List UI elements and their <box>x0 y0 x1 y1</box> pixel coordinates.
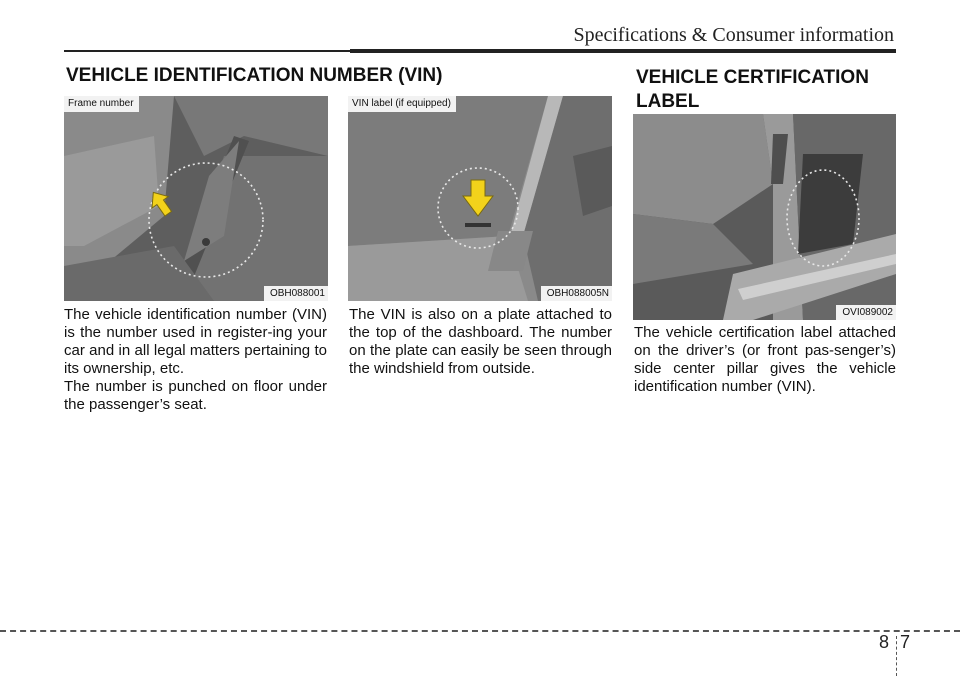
footer-rule <box>0 630 960 632</box>
figure-label: Frame number <box>64 96 139 112</box>
cert-paragraph: The vehicle certification label attached… <box>634 324 896 395</box>
seat-floor-illustration <box>64 96 328 301</box>
header-title: Specifications & Consumer information <box>573 24 895 46</box>
vin-heading: VEHICLE IDENTIFICATION NUMBER (VIN) <box>66 65 443 86</box>
highlight-circle <box>437 167 519 249</box>
highlight-circle <box>148 162 264 278</box>
windshield-illustration <box>348 96 612 301</box>
figure-frame-number: Frame number OBH088001 <box>64 96 328 301</box>
vin-paragraph-3: The VIN is also on a plate attached to t… <box>349 306 612 377</box>
vin-paragraph-2: The number is punched on floor under the… <box>64 378 327 413</box>
page-number: 7 <box>900 632 911 652</box>
figure-code: OBH088001 <box>263 286 328 301</box>
figure-code: OBH088005N <box>540 286 612 301</box>
label-area <box>798 154 863 254</box>
cert-heading-line2: LABEL <box>636 91 700 112</box>
header-rule-accent <box>350 49 896 53</box>
page-divider <box>896 636 897 676</box>
arrow-down-icon <box>462 179 494 217</box>
vin-paragraph-1: The vehicle identification number (VIN) … <box>64 306 327 377</box>
figure-cert-label: OVI089002 <box>633 114 896 320</box>
cert-heading-line1: VEHICLE CERTIFICATION <box>636 67 869 88</box>
figure-code: OVI089002 <box>836 305 896 320</box>
figure-vin-label: VIN label (if equipped) OBH088005N <box>348 96 612 301</box>
figure-label: VIN label (if equipped) <box>348 96 456 112</box>
chapter-number: 8 <box>879 632 890 652</box>
highlight-circle <box>786 169 860 267</box>
arrow-icon <box>151 191 173 217</box>
door-pillar-illustration <box>633 114 896 320</box>
